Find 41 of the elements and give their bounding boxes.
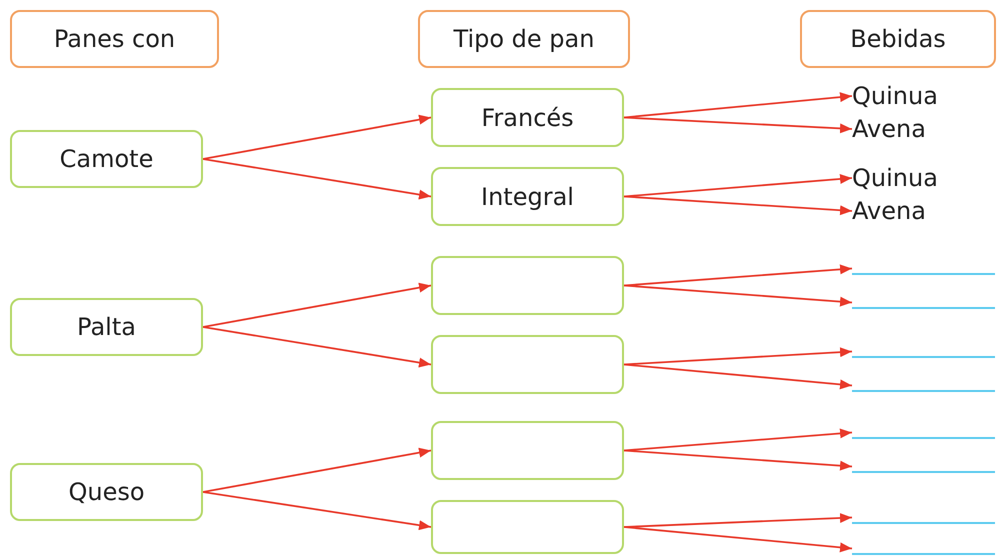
empty-box: [431, 500, 624, 554]
header-box: [800, 10, 996, 68]
arrow: [624, 174, 852, 198]
empty-box: [431, 335, 624, 394]
arrow: [202, 114, 432, 160]
arrow: [624, 284, 852, 307]
drink-option: Quinua: [852, 81, 992, 111]
arrow: [624, 364, 852, 390]
arrow: [624, 196, 852, 216]
drink-option: Avena: [852, 114, 992, 144]
header-box: [10, 10, 219, 68]
node-label: Bebidas: [850, 25, 946, 53]
arrow: [624, 264, 852, 286]
arrow: [624, 116, 852, 134]
arrow: [202, 158, 432, 200]
node-label: Panes con: [54, 25, 176, 53]
node-label: Integral: [481, 182, 574, 210]
arrow: [624, 450, 852, 471]
arrow: [202, 448, 432, 493]
header-box: [418, 10, 630, 68]
node-label: Camote: [60, 145, 154, 173]
arrow: [624, 513, 852, 528]
bread-box: [431, 88, 624, 147]
arrow: [624, 526, 852, 552]
bread-box: [10, 298, 203, 356]
node-label: Queso: [68, 478, 145, 506]
node-label: Palta: [77, 313, 136, 341]
arrow: [624, 347, 852, 366]
empty-box: [431, 421, 624, 480]
arrow: [202, 326, 432, 368]
node-label: Francés: [481, 104, 574, 132]
drink-option: Avena: [852, 196, 992, 226]
arrow: [202, 491, 432, 530]
empty-box: [431, 256, 624, 315]
bread-box: [10, 130, 203, 188]
drink-option: Quinua: [852, 163, 992, 193]
arrow: [624, 428, 852, 452]
arrow: [202, 282, 432, 328]
node-label: Tipo de pan: [454, 25, 594, 53]
bread-box: [431, 167, 624, 226]
bread-box: [10, 463, 203, 521]
